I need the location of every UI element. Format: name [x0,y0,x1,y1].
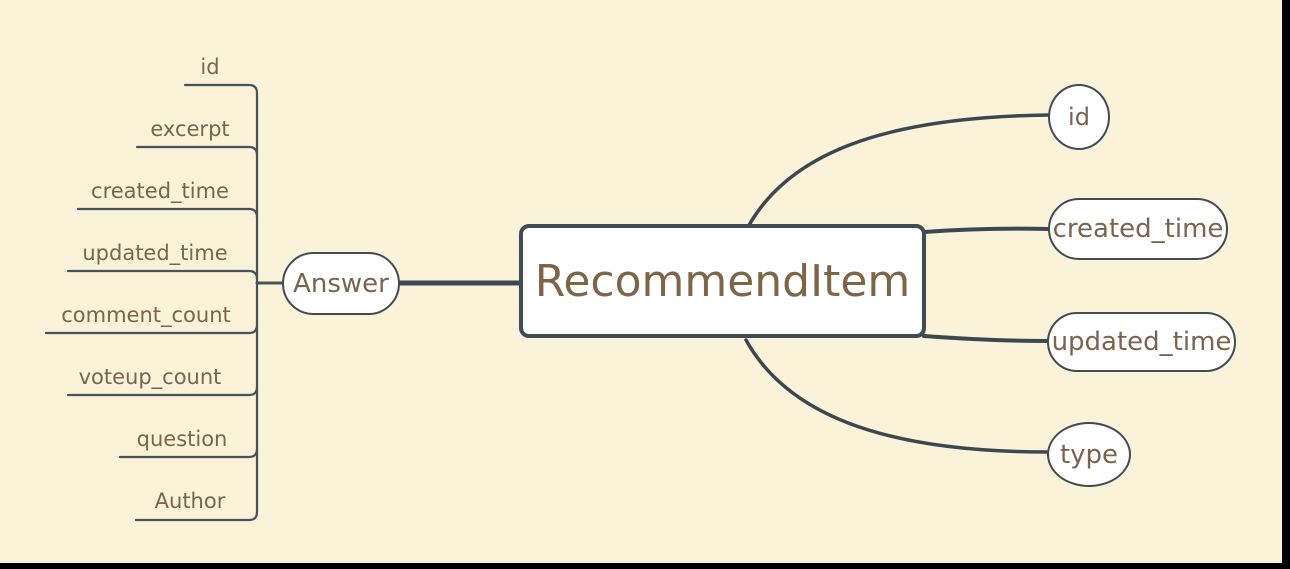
underline-excerpt [135,145,259,157]
answer-field-author[interactable]: Author [154,489,226,513]
answer-field-id[interactable]: id [200,55,220,79]
right-child-created-time[interactable]: created_time [1048,198,1228,260]
answer-field-excerpt[interactable]: excerpt [150,117,230,141]
underline-id [183,83,259,95]
answer-field-voteup-count[interactable]: voteup_count [78,365,222,389]
bottom-edge-bar [0,563,1290,569]
right-child-created-time-label: created_time [1052,214,1224,244]
underline-updated-time [66,269,259,281]
answer-field-created-time[interactable]: created_time [91,179,229,203]
answer-node-label: Answer [293,268,389,299]
edge-root-type [744,338,1050,454]
root-node-recommenditem[interactable]: RecommendItem [519,224,926,338]
edge-root-created-time [922,226,1051,234]
edge-root-updated-time [922,334,1050,343]
right-child-type[interactable]: type [1047,422,1131,487]
root-node-label: RecommendItem [534,255,911,307]
answer-node[interactable]: Answer [282,252,400,315]
underline-author [134,510,259,522]
right-edge-bar [1282,0,1290,569]
right-child-updated-time-label: updated_time [1051,327,1232,357]
right-child-type-label: type [1059,439,1119,470]
answer-field-comment-count[interactable]: comment_count [61,303,231,327]
answer-field-updated-time[interactable]: updated_time [82,241,228,265]
right-child-updated-time[interactable]: updated_time [1047,312,1236,372]
right-child-id-label: id [1068,103,1090,131]
right-child-id[interactable]: id [1048,84,1110,150]
edge-root-id [746,113,1051,229]
underline-created-time [76,207,259,219]
answer-field-question[interactable]: question [136,427,228,451]
